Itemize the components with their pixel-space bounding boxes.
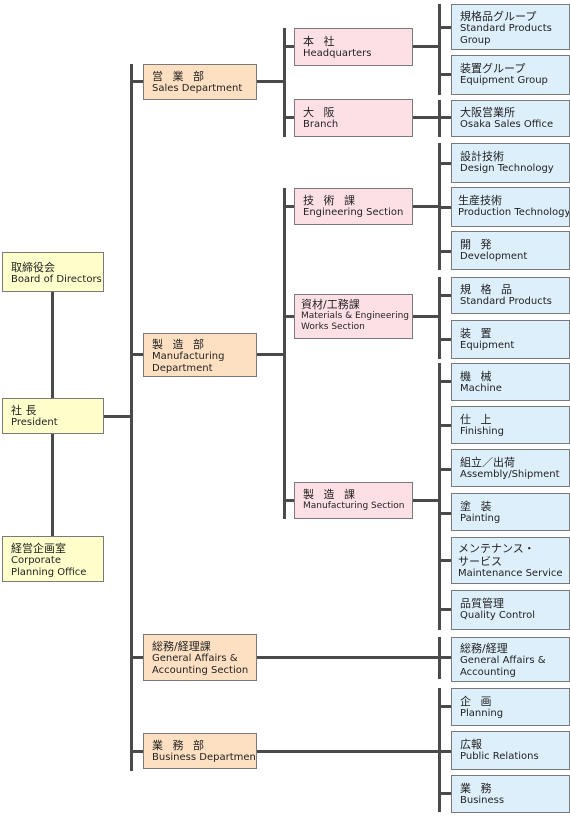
materials-en-label-1: Materials & Engineering [301,311,409,321]
board-en-label: Board of Directors [11,274,102,285]
unit-en-label: Quality Control [460,610,536,621]
unit-en-label-1: General Affairs & [460,655,546,666]
unit-production-technology: 生産技術 Production Technology [451,187,570,227]
unit-jp-label: 規 格 品 [460,283,515,296]
unit-en-label: Painting [460,513,501,524]
manufacturing-dept-jp-label: 製 造 部 [152,338,207,351]
president-jp-label: 社 長 [11,404,37,417]
planning-office-en-label-1: Corporate [11,555,61,566]
manufacturing-sec-en-label: Manufacturing Section [303,501,405,511]
unit-jp-label: 塗 装 [460,500,495,513]
unit-en-label: Finishing [460,426,504,437]
unit-en-label: Design Technology [460,163,554,174]
unit-en-label-2: Accounting [460,667,516,678]
unit-equipment: 装 置 Equipment [451,320,570,359]
unit-jp-label-2: サービス [458,555,502,568]
board-jp-label: 取締役会 [11,261,55,274]
unit-jp-label: 機 械 [460,370,495,383]
unit-jp-label: 組立／出荷 [460,456,515,469]
branch-en-label: Branch [303,119,339,130]
general-affairs-jp-label: 総務/経理課 [152,640,211,653]
unit-quality-control: 品質管理 Quality Control [451,590,570,630]
manufacturing-section-box: 製 造 課 Manufacturing Section [294,482,413,519]
unit-jp-label-1: メンテナンス・ [458,542,535,555]
unit-en-label: Machine [460,383,502,394]
sales-dept-en-label: Sales Department [152,83,243,94]
unit-en-label-1: Standard Products [460,23,552,34]
general-affairs-en-label-2: Accounting Section [152,665,249,676]
unit-en-label: Maintenance Service [458,568,563,579]
engineering-en-label: Engineering Section [303,207,404,218]
manufacturing-dept-en-label-1: Manufacturing [152,351,225,362]
business-dept-en-label: Business Department [152,752,257,763]
unit-standard-products-group: 規格品グループ Standard Products Group [451,4,570,50]
unit-jp-label: 業 務 [460,782,495,795]
unit-en-label: Osaka Sales Office [460,119,554,130]
unit-painting: 塗 装 Painting [451,493,570,531]
headquarters-jp-label: 本 社 [303,35,338,48]
planning-office-jp-label: 経営企画室 [11,542,66,555]
unit-business: 業 務 Business [451,775,570,813]
sales-department-box: 営 業 部 Sales Department [143,64,257,100]
unit-finishing: 仕 上 Finishing [451,406,570,444]
unit-jp-label: 装置グループ [460,62,526,75]
unit-jp-label: 仕 上 [460,413,495,426]
unit-en-label: Public Relations [460,751,539,762]
engineering-jp-label: 技 術 課 [303,194,358,207]
board-of-directors-box: 取締役会 Board of Directors [2,252,104,292]
unit-jp-label: 総務/経理 [460,642,508,655]
business-dept-jp-label: 業 務 部 [152,739,207,752]
branch-box: 大 阪 Branch [294,99,413,137]
unit-assembly-shipment: 組立／出荷 Assembly/Shipment [451,449,570,487]
unit-jp-label: 企 画 [460,695,495,708]
planning-office-en-label-2: Planning Office [11,567,87,578]
unit-en-label: Production Technology [458,207,570,218]
unit-general-affairs-accounting: 総務/経理 General Affairs & Accounting [451,637,570,682]
engineering-section-box: 技 術 課 Engineering Section [294,188,413,225]
unit-en-label: Equipment [460,340,515,351]
unit-equipment-group: 装置グループ Equipment Group [451,55,570,95]
unit-planning: 企 画 Planning [451,688,570,726]
branch-jp-label: 大 阪 [303,106,338,119]
unit-development: 開 発 Development [451,231,570,270]
manufacturing-department-box: 製 造 部 Manufacturing Department [143,333,257,377]
unit-en-label-2: Group [460,35,491,46]
materials-en-label-2: Works Section [301,322,365,332]
manufacturing-dept-en-label-2: Department [152,363,213,374]
manufacturing-sec-jp-label: 製 造 課 [303,488,358,501]
unit-jp-label: 装 置 [460,327,495,340]
corporate-planning-office-box: 経営企画室 Corporate Planning Office [2,536,104,582]
unit-osaka-sales-office: 大阪営業所 Osaka Sales Office [451,100,570,137]
unit-public-relations: 広報 Public Relations [451,731,570,770]
general-affairs-en-label-1: General Affairs & [152,653,238,664]
unit-design-technology: 設計技術 Design Technology [451,143,570,183]
unit-jp-label: 規格品グループ [460,10,537,23]
unit-machine: 機 械 Machine [451,363,570,401]
unit-en-label: Planning [460,708,504,719]
president-en-label: President [11,417,58,428]
business-department-box: 業 務 部 Business Department [143,733,257,769]
general-affairs-section-box: 総務/経理課 General Affairs & Accounting Sect… [143,634,257,681]
unit-jp-label: 生産技術 [458,194,502,207]
unit-en-label: Assembly/Shipment [460,469,560,480]
headquarters-en-label: Headquarters [303,48,372,59]
unit-jp-label: 設計技術 [460,150,504,163]
headquarters-box: 本 社 Headquarters [294,28,413,66]
unit-jp-label: 品質管理 [460,597,504,610]
unit-maintenance-service: メンテナンス・ サービス Maintenance Service [451,537,570,584]
sales-dept-jp-label: 営 業 部 [152,70,207,83]
unit-en-label: Standard Products [460,296,552,307]
unit-en-label: Business [460,795,505,806]
unit-jp-label: 開 発 [460,238,495,251]
president-box: 社 長 President [2,398,104,434]
unit-jp-label: 広報 [460,738,482,751]
materials-jp-label: 資材/工務課 [301,298,360,311]
materials-engineering-works-box: 資材/工務課 Materials & Engineering Works Sec… [294,294,413,339]
unit-en-label: Equipment Group [460,75,548,86]
unit-en-label: Development [460,251,528,262]
unit-jp-label: 大阪営業所 [460,106,515,119]
unit-standard-products: 規 格 品 Standard Products [451,277,570,314]
